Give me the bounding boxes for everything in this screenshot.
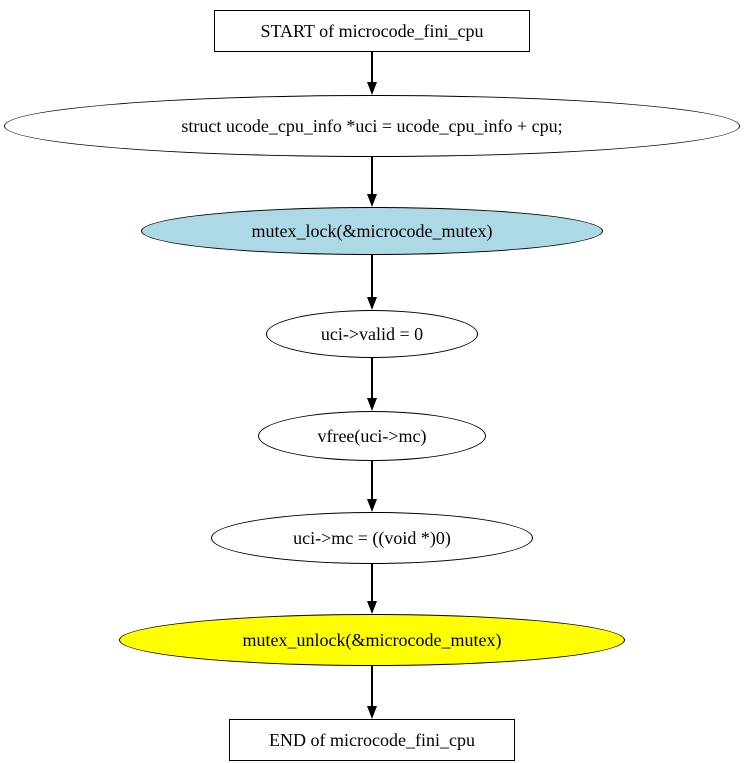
node-set-mc-null: uci->mc = ((void *)0) [211,512,533,564]
node-end: END of microcode_fini_cpu [229,719,515,761]
node-set-valid: uci->valid = 0 [266,310,478,358]
node-set-valid-label: uci->valid = 0 [320,324,424,344]
node-start-label: START of microcode_fini_cpu [260,21,484,41]
edge-shaft [371,666,373,706]
arrowhead-icon [367,706,377,719]
edge-set-valid-to-vfree [367,358,377,411]
edge-shaft [371,255,373,297]
node-vfree-label: vfree(uci->mc) [317,426,427,446]
arrowhead-icon [367,194,377,207]
node-mutex-unlock-label: mutex_unlock(&microcode_mutex) [242,630,502,650]
edge-mutex-unlock-to-end [367,666,377,719]
edge-assign-to-mutex-lock [367,157,377,207]
arrowhead-icon [367,499,377,512]
node-assign-uci: struct ucode_cpu_info *uci = ucode_cpu_i… [4,95,740,157]
node-set-mc-null-label: uci->mc = ((void *)0) [293,528,451,548]
node-vfree: vfree(uci->mc) [258,411,486,461]
edge-shaft [371,461,373,499]
edge-shaft [371,564,373,601]
arrowhead-icon [367,398,377,411]
arrowhead-icon [367,297,377,310]
node-mutex-unlock: mutex_unlock(&microcode_mutex) [119,614,625,666]
edge-shaft [371,52,373,82]
node-mutex-lock: mutex_lock(&microcode_mutex) [141,207,603,255]
edge-vfree-to-set-mc-null [367,461,377,512]
node-end-label: END of microcode_fini_cpu [269,730,475,750]
edge-start-to-assign [367,52,377,95]
node-start: START of microcode_fini_cpu [214,10,530,52]
edge-shaft [371,157,373,194]
edge-mutex-lock-to-set-valid [367,255,377,310]
node-assign-uci-label: struct ucode_cpu_info *uci = ucode_cpu_i… [181,116,563,136]
arrowhead-icon [367,601,377,614]
node-mutex-lock-label: mutex_lock(&microcode_mutex) [251,221,493,241]
edge-set-mc-null-to-mutex-unlock [367,564,377,614]
edge-shaft [371,358,373,398]
arrowhead-icon [367,82,377,95]
